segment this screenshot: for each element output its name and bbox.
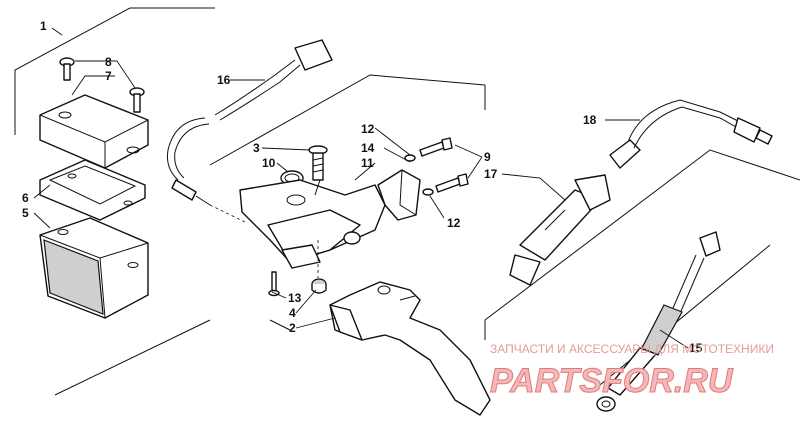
leader-lines bbox=[33, 27, 689, 349]
callout-12-top: 12 bbox=[361, 122, 375, 136]
callout-14: 14 bbox=[361, 141, 375, 155]
callout-15: 15 bbox=[689, 341, 703, 355]
callout-7: 7 bbox=[105, 69, 112, 83]
reservoir-cover bbox=[39, 94, 149, 169]
site-watermark: ЗАПЧАСТИ И АКСЕССУАРЫ ДЛЯ МОТОТЕХНИКИ PA… bbox=[490, 342, 774, 401]
callout-11: 11 bbox=[361, 156, 374, 170]
master-cylinder-frame bbox=[209, 74, 486, 331]
washer bbox=[404, 154, 434, 196]
callout-13: 13 bbox=[288, 291, 302, 305]
watermark-logo: PARTSFOR.RU bbox=[490, 362, 734, 400]
brake-line-union bbox=[509, 174, 611, 286]
callout-9: 9 bbox=[484, 150, 491, 164]
callout-3: 3 bbox=[253, 141, 260, 155]
callout-8: 8 bbox=[105, 55, 112, 69]
callout-16: 16 bbox=[217, 73, 231, 87]
master-cylinder bbox=[239, 179, 386, 269]
lever-pivot-bolt bbox=[308, 145, 328, 181]
clamp-bolt bbox=[419, 137, 469, 193]
lever-nut bbox=[311, 278, 327, 294]
brake-switch-wire bbox=[167, 39, 333, 223]
reservoir-body bbox=[39, 217, 149, 319]
lever-pivot-screw bbox=[268, 271, 280, 297]
callout-10: 10 bbox=[262, 156, 276, 170]
reservoir-group-frame bbox=[14, 7, 215, 396]
reservoir-diaphragm bbox=[39, 159, 146, 221]
brake-line-group-frame bbox=[484, 85, 800, 340]
callout-5: 5 bbox=[22, 206, 29, 220]
watermark-tagline: ЗАПЧАСТИ И АКСЕССУАРЫ ДЛЯ МОТОТЕХНИКИ bbox=[490, 342, 774, 356]
callout-labels: 1 8 7 6 5 16 3 10 12 14 11 9 12 13 4 2 1… bbox=[22, 19, 703, 355]
brake-line bbox=[609, 99, 773, 169]
brake-light-switch-hose bbox=[596, 231, 721, 412]
callout-1: 1 bbox=[40, 19, 47, 33]
reservoir-cap-screw bbox=[59, 57, 145, 113]
handlebar-clamp bbox=[377, 169, 421, 221]
callout-4: 4 bbox=[289, 306, 296, 320]
callout-6: 6 bbox=[22, 191, 29, 205]
callout-2: 2 bbox=[289, 321, 296, 335]
callout-17: 17 bbox=[484, 167, 498, 181]
brake-lever bbox=[329, 281, 491, 416]
callout-18: 18 bbox=[583, 113, 597, 127]
callout-12-bottom: 12 bbox=[447, 216, 461, 230]
